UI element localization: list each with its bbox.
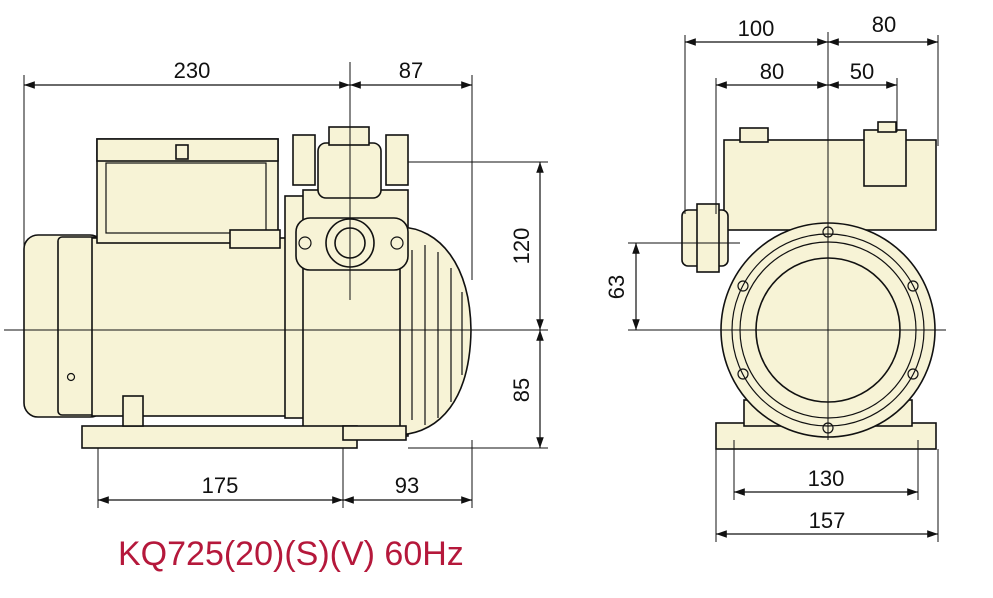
dim-top-left-width: 100 xyxy=(738,16,775,41)
side-view: 230 87 120 85 175 93 xyxy=(4,58,548,508)
dim-inner-right-width: 50 xyxy=(850,59,874,84)
dim-outlet-to-front: 87 xyxy=(399,58,423,83)
dim-base-to-front: 93 xyxy=(395,473,419,498)
dim-top-right-width: 80 xyxy=(872,12,896,37)
dim-base-hole-spacing: 175 xyxy=(202,473,239,498)
front-view: 100 80 80 50 63 130 157 xyxy=(604,12,946,542)
dim-inner-left-width: 80 xyxy=(760,59,784,84)
dim-inlet-height: 63 xyxy=(604,275,629,299)
dim-front-base-hole-spacing: 130 xyxy=(808,466,845,491)
dim-axis-height: 85 xyxy=(509,378,534,402)
dim-outlet-height: 120 xyxy=(509,228,534,265)
dim-front-base-width: 157 xyxy=(809,508,846,533)
model-label: KQ725(20)(S)(V) 60Hz xyxy=(118,535,464,573)
dim-total-length: 230 xyxy=(174,58,211,83)
